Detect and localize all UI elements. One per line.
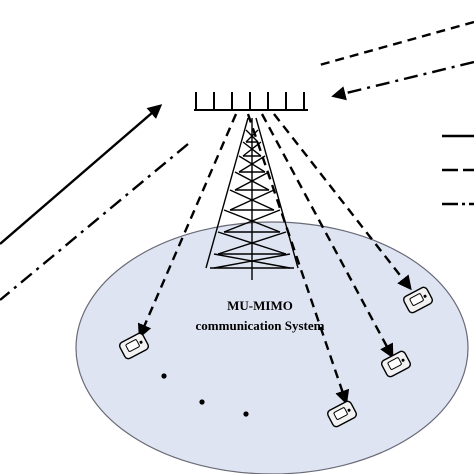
system-label: MU-MIMO communication System [160, 296, 360, 336]
dash-dot-link-left [0, 143, 189, 301]
beam-to-user-1 [137, 113, 238, 339]
tower-icon [205, 117, 299, 280]
beam-to-user-3 [260, 113, 394, 359]
dash-dot-link-right-arrow [331, 60, 474, 101]
mobile-phone-icon [403, 286, 433, 314]
mobile-phone-icon [381, 350, 411, 378]
legend [442, 134, 474, 206]
system-label-line2: communication System [195, 318, 325, 333]
coverage-area [75, 221, 469, 474]
ellipsis-dots [161, 373, 249, 417]
antenna-array-icon [194, 92, 308, 111]
beam-to-user-2 [246, 113, 350, 405]
beam-to-user-4 [273, 113, 412, 291]
mobile-phone-icon [327, 400, 357, 428]
system-label-line1: MU-MIMO [227, 298, 293, 313]
downlink-beams [137, 113, 412, 405]
solid-link-arrow [0, 104, 163, 245]
mobile-phone-icon [119, 332, 149, 360]
dashed-link-right [315, 20, 474, 68]
